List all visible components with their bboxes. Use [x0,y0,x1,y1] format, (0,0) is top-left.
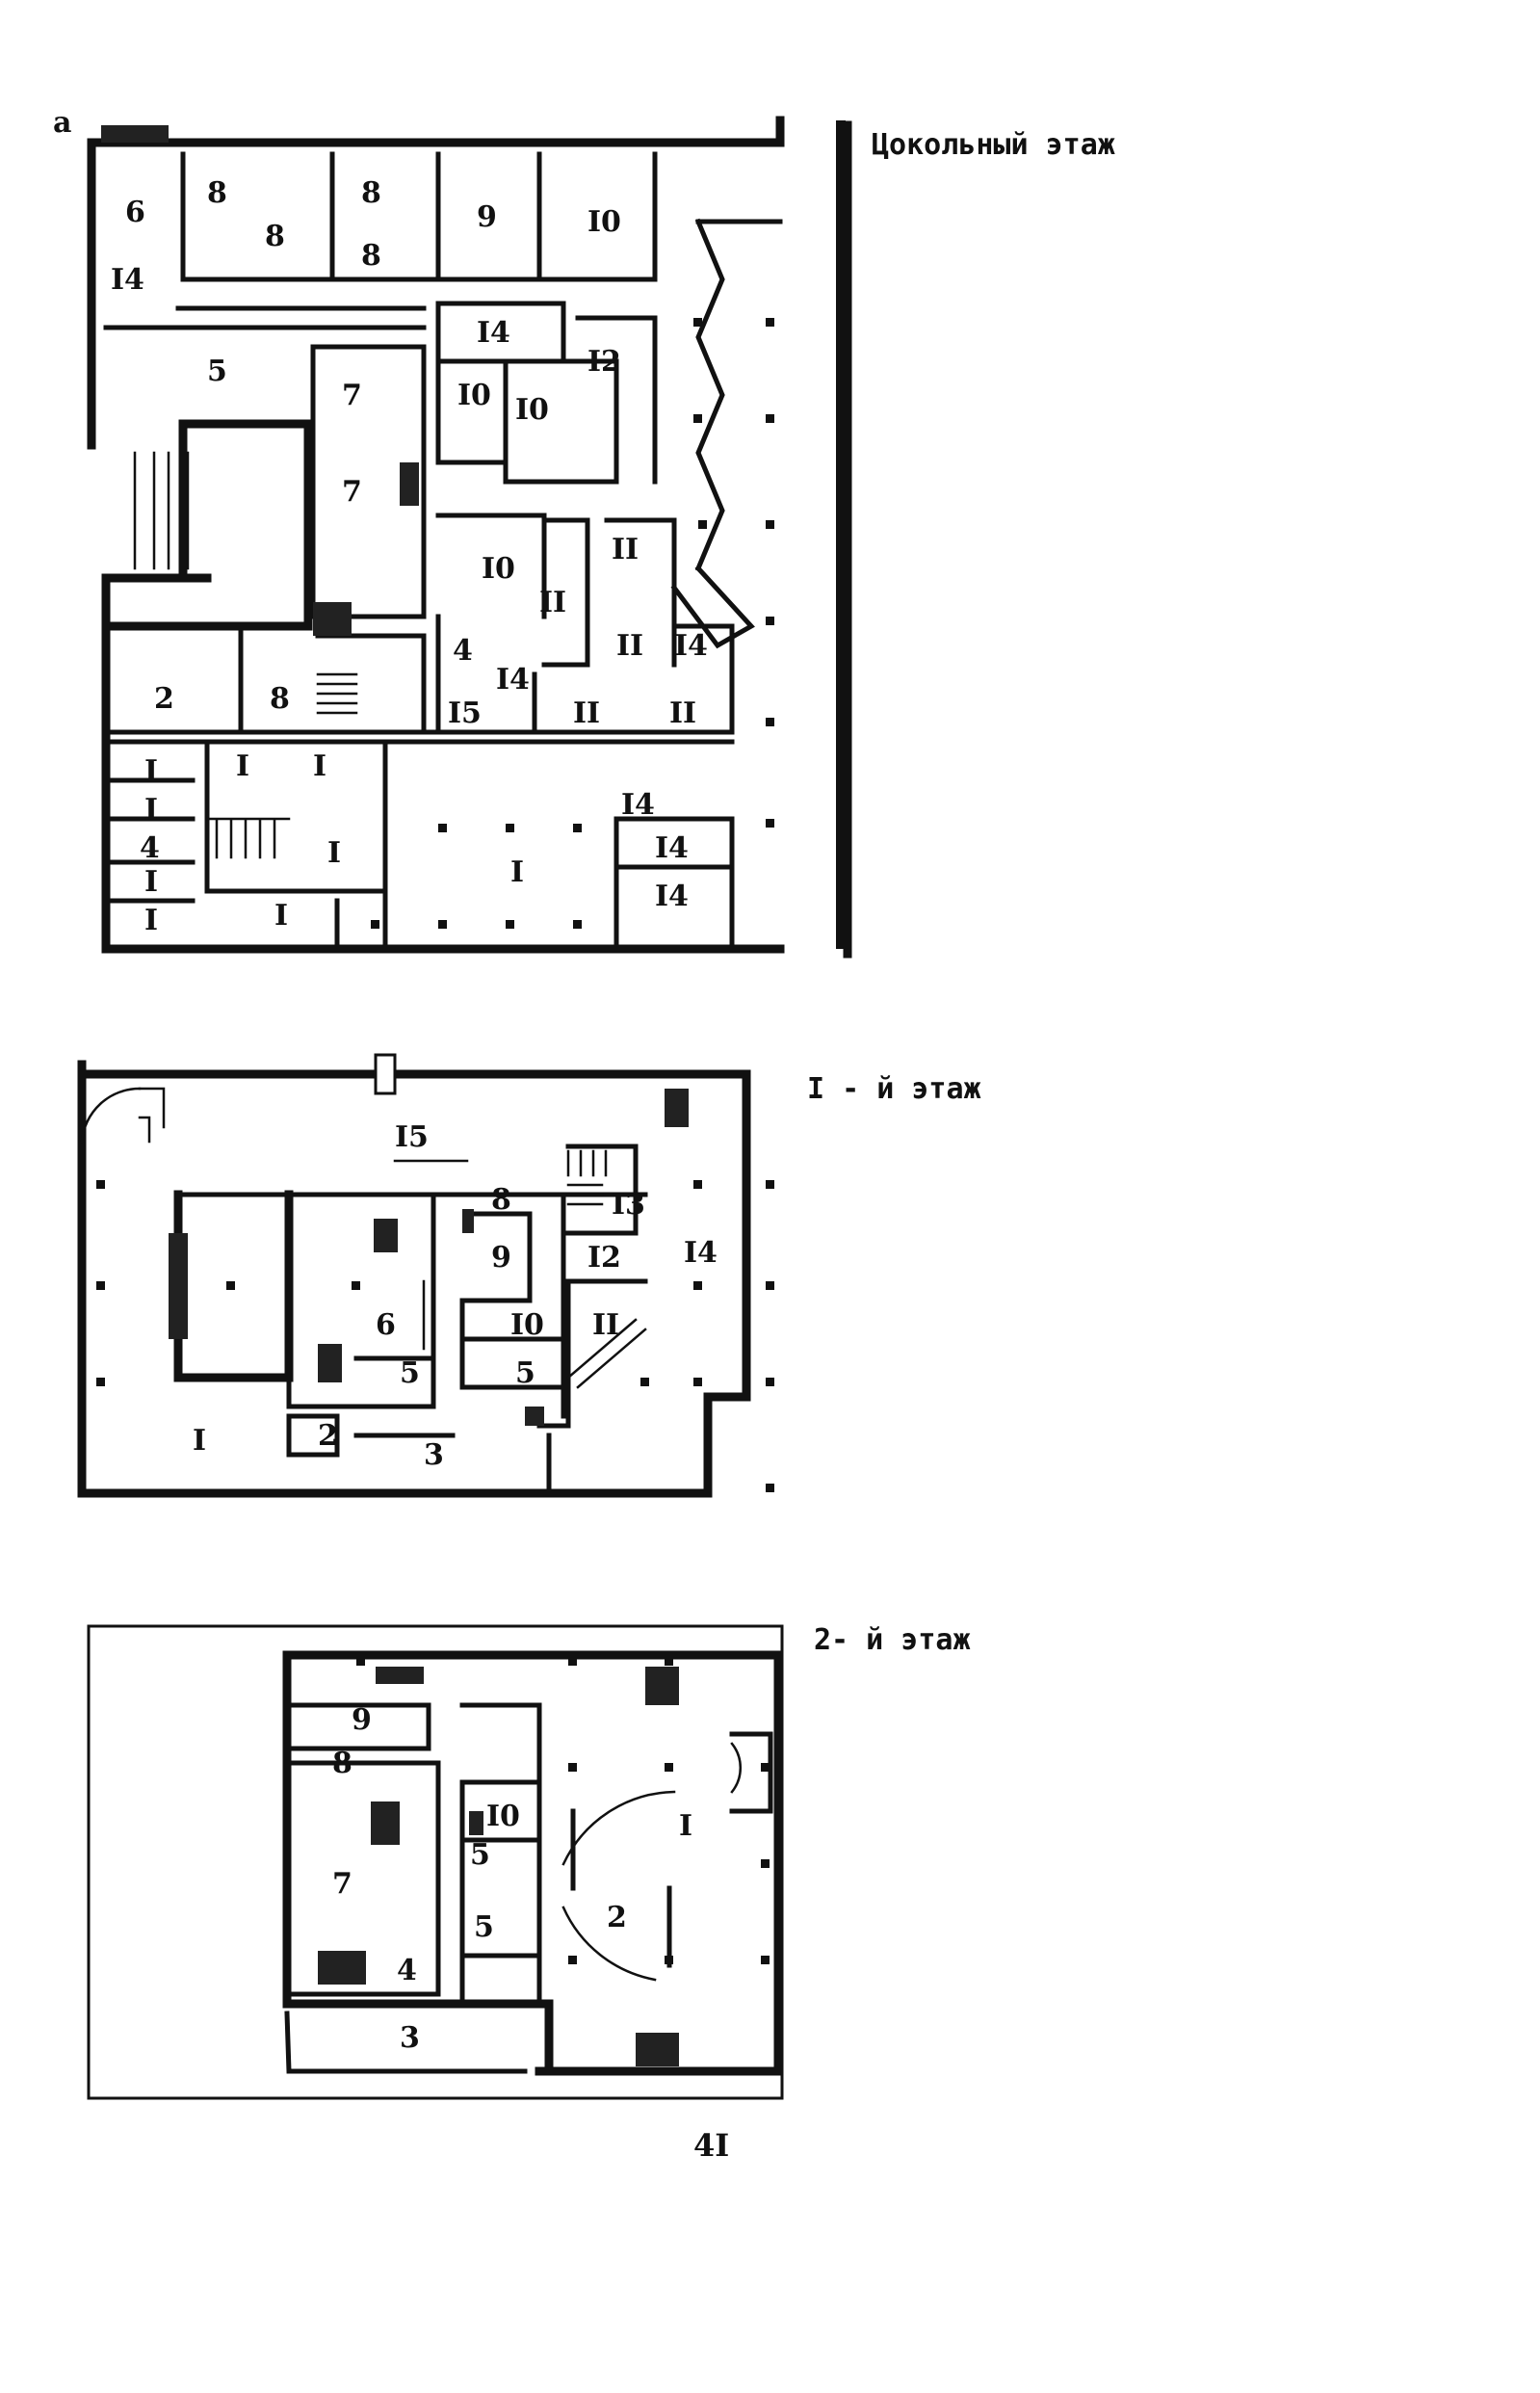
room-label: I4 [621,788,655,822]
room-label: 3 [400,2021,420,2055]
room-label: I [679,1809,692,1843]
room-label: I0 [587,205,621,239]
room-label: 7 [342,475,362,509]
room-label: 7 [342,379,362,412]
room-label: I [510,855,524,889]
room-label: I0 [515,393,549,427]
room-label: I5 [395,1120,429,1154]
room-label: 5 [400,1356,420,1390]
room-label: II [573,697,600,730]
room-label: I4 [111,263,144,297]
room-label: II [616,629,643,663]
room-label: I4 [655,831,689,865]
room-label: I4 [655,880,689,913]
room-label: 6 [376,1308,396,1342]
basement-caption: Цокольный этаж [872,128,1115,162]
room-label: I [144,793,158,827]
first-floor-caption: I - й этаж [807,1072,981,1106]
room-label: I4 [674,629,708,663]
room-label: I [236,749,249,783]
room-label: 9 [491,1241,511,1275]
room-label: I [193,1424,206,1458]
room-label: II [539,586,566,619]
room-label: I [144,865,158,899]
room-label: I [327,836,341,870]
room-label: II [669,697,696,730]
room-label: 9 [352,1703,372,1737]
room-label: I0 [486,1800,520,1833]
room-label: I2 [587,345,621,379]
room-label: I [313,749,326,783]
room-label: 4 [397,1954,417,1987]
room-label: 9 [477,200,497,234]
room-label: 5 [470,1838,490,1872]
room-label: 7 [332,1867,352,1901]
room-label: 3 [424,1438,444,1472]
room-label: 8 [491,1183,511,1217]
room-label: I0 [482,552,515,586]
basement-plan: а [53,106,1115,959]
room-label: 8 [270,682,290,716]
room-label: I0 [510,1308,544,1342]
room-label: I4 [684,1236,718,1270]
room-label: 2 [607,1901,627,1934]
second-floor-caption: 2- й этаж [814,1623,971,1657]
second-floor-plan: 9 8 I0 I 7 5 2 5 4 3 2- й этаж [87,1623,971,2100]
room-label: 5 [474,1910,494,1944]
room-label: 8 [361,176,381,210]
page-number: 4I [693,2127,729,2164]
first-floor-plan: I5 8 I3 9 I2 I4 6 I0 II 5 5 I 2 3 I - й … [77,1053,981,1498]
room-label: II [592,1308,619,1342]
room-label: I5 [448,697,482,730]
room-label: 8 [361,239,381,273]
room-label: I [274,899,288,933]
room-label: 8 [207,176,227,210]
room-label: I4 [477,316,510,350]
room-label: 8 [265,220,285,253]
marker-a: а [53,106,71,140]
room-label: 6 [125,196,145,229]
room-label: I [144,904,158,937]
room-label: I [144,754,158,788]
room-label: 8 [332,1747,352,1780]
room-label: II [612,533,639,566]
room-label: I0 [457,379,491,412]
room-label: 4 [453,634,473,668]
room-label: 5 [515,1356,535,1390]
room-label: I3 [612,1188,645,1222]
room-label: I2 [587,1241,621,1275]
room-label: 4 [140,831,160,865]
room-label: 2 [154,682,174,716]
room-label: I4 [496,663,530,697]
room-label: 2 [318,1419,338,1453]
room-label: 5 [207,355,227,388]
